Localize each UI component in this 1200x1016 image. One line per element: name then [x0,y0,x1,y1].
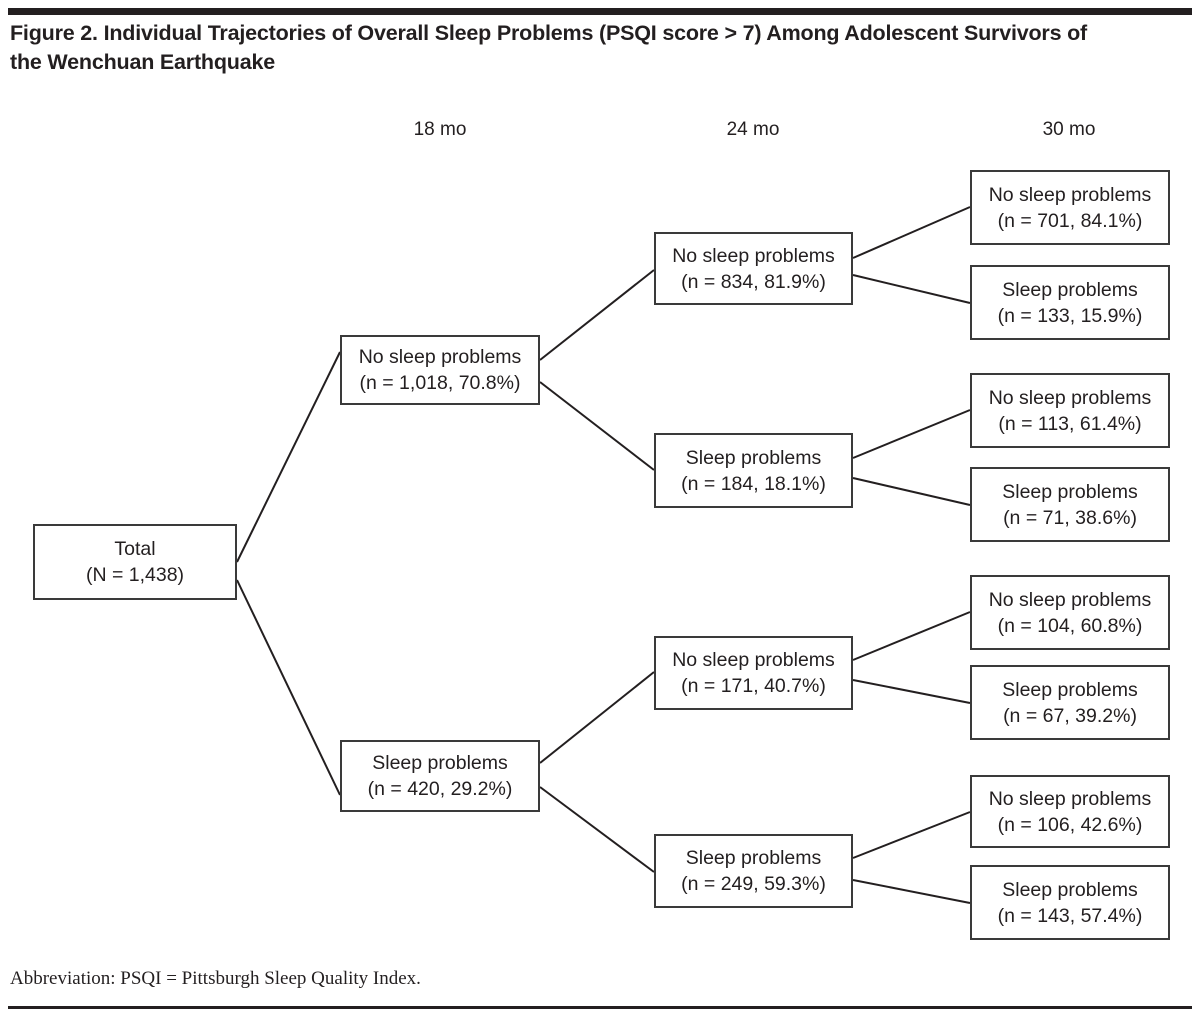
node-30mo-2: No sleep problems (n = 113, 61.4%) [970,373,1170,448]
figure-top-rule [8,8,1192,15]
node-18mo-1-count: (n = 420, 29.2%) [367,778,513,800]
node-30mo-2-count: (n = 113, 61.4%) [998,412,1142,435]
node-total: Total (N = 1,438) [33,524,237,600]
node-30mo-4: No sleep problems (n = 104, 60.8%) [970,575,1170,650]
node-30mo-7-label: Sleep problems [1002,878,1138,901]
figure-bottom-rule [8,1006,1192,1009]
connector-24mo-0-to-30mo-1 [852,274,971,304]
node-30mo-5-label: Sleep problems [1002,678,1138,701]
connector-18mo-1-to-24mo-2 [539,671,655,764]
connector-24mo-2-to-30mo-4 [852,611,971,661]
node-24mo-3-count: (n = 249, 59.3%) [681,873,826,895]
node-30mo-7-count: (n = 143, 57.4%) [997,904,1143,927]
node-24mo-1-count: (n = 184, 18.1%) [681,472,826,495]
node-30mo-5-count: (n = 67, 39.2%) [1003,704,1137,727]
node-total-count: (N = 1,438) [85,564,185,586]
node-24mo-1: Sleep problems (n = 184, 18.1%) [654,433,853,508]
node-30mo-7: Sleep problems (n = 143, 57.4%) [970,865,1170,940]
node-30mo-2-label: No sleep problems [988,386,1152,409]
node-30mo-0: No sleep problems (n = 701, 84.1%) [970,170,1170,245]
connector-24mo-0-to-30mo-0 [852,206,971,259]
node-24mo-0-label: No sleep problems [672,244,835,267]
node-30mo-4-count: (n = 104, 60.8%) [997,614,1143,637]
node-18mo-0: No sleep problems (n = 1,018, 70.8%) [340,335,540,405]
connector-24mo-3-to-30mo-7 [852,879,971,904]
node-30mo-1-label: Sleep problems [1002,278,1138,301]
node-30mo-6-label: No sleep problems [988,787,1152,810]
node-30mo-6: No sleep problems (n = 106, 42.6%) [970,775,1170,848]
node-30mo-4-label: No sleep problems [988,588,1152,611]
node-24mo-2: No sleep problems (n = 171, 40.7%) [654,636,853,710]
node-30mo-6-count: (n = 106, 42.6%) [997,813,1143,836]
node-30mo-0-count: (n = 701, 84.1%) [997,209,1143,232]
node-24mo-3-label: Sleep problems [685,847,822,869]
node-30mo-3-count: (n = 71, 38.6%) [1003,506,1137,529]
connector-24mo-3-to-30mo-6 [852,811,971,859]
connector-24mo-2-to-30mo-5 [852,679,971,704]
node-30mo-0-label: No sleep problems [988,183,1152,206]
node-24mo-2-label: No sleep problems [672,649,835,671]
connector-18mo-0-to-24mo-1 [539,381,655,471]
node-30mo-3: Sleep problems (n = 71, 38.6%) [970,467,1170,542]
column-header-18mo: 18 mo [413,119,467,140]
node-30mo-1: Sleep problems (n = 133, 15.9%) [970,265,1170,340]
connector-18mo-1-to-24mo-3 [539,786,655,873]
connector-root-to-18mo-0 [236,351,341,563]
node-18mo-0-count: (n = 1,018, 70.8%) [359,372,521,394]
column-header-24mo: 24 mo [726,119,780,140]
node-total-label: Total [114,538,156,560]
connector-24mo-1-to-30mo-2 [852,409,971,459]
node-30mo-5: Sleep problems (n = 67, 39.2%) [970,665,1170,740]
node-30mo-3-label: Sleep problems [1002,480,1138,503]
node-24mo-3: Sleep problems (n = 249, 59.3%) [654,834,853,908]
column-header-30mo: 30 mo [1042,119,1096,140]
node-24mo-0: No sleep problems (n = 834, 81.9%) [654,232,853,305]
node-24mo-1-label: Sleep problems [685,446,822,469]
figure-title: Figure 2. Individual Trajectories of Ove… [10,21,1088,74]
node-24mo-2-count: (n = 171, 40.7%) [681,675,826,697]
connector-24mo-1-to-30mo-3 [852,477,971,506]
figure-footnote: Abbreviation: PSQI = Pittsburgh Sleep Qu… [10,968,421,989]
node-24mo-0-count: (n = 834, 81.9%) [681,270,826,293]
node-18mo-0-label: No sleep problems [358,346,522,368]
connector-18mo-0-to-24mo-0 [539,269,655,361]
node-18mo-1: Sleep problems (n = 420, 29.2%) [340,740,540,812]
node-30mo-1-count: (n = 133, 15.9%) [997,304,1143,327]
node-18mo-1-label: Sleep problems [372,752,508,774]
connector-root-to-18mo-1 [236,579,341,796]
